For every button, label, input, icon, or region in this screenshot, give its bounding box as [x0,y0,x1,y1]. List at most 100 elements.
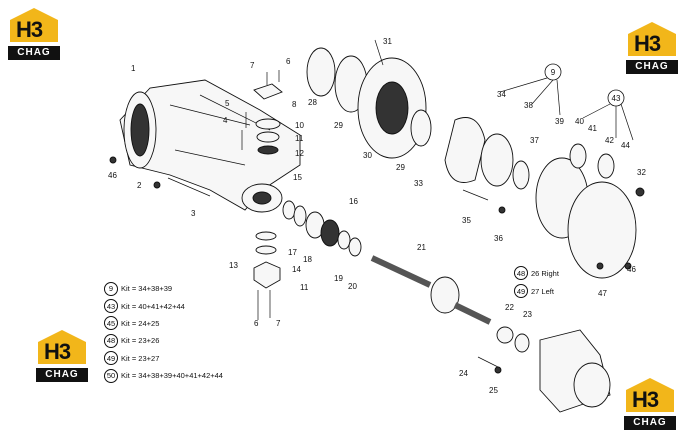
logo-roof-icon [626,378,674,412]
callout-43: 43 [612,94,621,103]
part-label-44: 44 [621,141,630,150]
label-29-lower: 29 [396,163,405,172]
part-label-41: 41 [588,124,597,133]
part-label-40: 40 [575,117,584,126]
part-label-21: 21 [417,243,426,252]
kit-number: 9 [104,281,118,296]
side-label-left: 49 27 Left [514,284,554,298]
part-label-46: 46 [108,171,117,180]
callout-circles: 9 43 [499,63,634,141]
wheel-hub [306,39,432,159]
part-label-34: 34 [497,90,506,99]
brand-logo-bottom-right: H3 CHAG [622,376,678,432]
label-46-right: 46 [627,265,636,274]
kit-text: Kit = 40+41+42+44 [121,301,185,311]
logo-mark: H3 [632,387,659,412]
kit-text: Kit = 24+25 [121,318,160,328]
brand-logo-bottom-left: H3 CHAG [34,328,90,384]
kit-text: Kit = 34+38+39+40+41+42+44 [121,371,223,381]
callout-9: 9 [551,68,556,77]
logo-word: CHAG [36,368,88,382]
part-label-23: 23 [523,310,532,319]
brand-logo-top-left: H3 CHAG [6,6,62,62]
kit-text: Kit = 23+27 [121,353,160,363]
part-label-5: 5 [225,99,230,108]
lower-kingpin-parts [253,231,281,320]
logo-mark: H3 [44,339,71,364]
kit-row: 45 Kit = 24+25 [104,315,294,332]
kit-number: 45 [104,316,118,331]
part-label-6: 6 [286,57,291,66]
logo-roof-icon [10,8,58,42]
drive-shaft [370,255,492,325]
label-7-lower: 7 [276,319,281,328]
kit-number: 48 [104,333,118,348]
kit-number: 43 [104,299,118,314]
axle-housing [119,79,301,213]
bearing-seal-group [282,200,362,257]
part-label-20: 20 [348,282,357,291]
kit-row: 49 Kit = 23+27 [104,350,294,367]
logo-word: CHAG [624,416,676,430]
kit-text: Kit = 34+38+39 [121,284,173,294]
part-label-35: 35 [462,216,471,225]
brand-logo-top-right: H3 CHAG [624,20,680,76]
part-label-4: 4 [223,116,228,125]
part-label-29: 29 [334,121,343,130]
label-11-lower: 11 [300,283,309,292]
part-label-15: 15 [293,173,302,182]
part-label-31: 31 [383,37,392,46]
steering-knuckle [477,326,611,413]
kit-row: 9 Kit = 34+38+39 [104,280,294,297]
part-label-37: 37 [530,136,539,145]
kit-legend: 9 Kit = 34+38+39 43 Kit = 40+41+42+44 45… [104,280,294,384]
part-label-47: 47 [598,289,607,298]
logo-roof-icon [628,22,676,56]
part-label-17: 17 [288,248,297,257]
side-label-circle: 49 [514,284,528,298]
part-label-18: 18 [303,255,312,264]
part-label-32: 32 [637,168,646,177]
kit-row: 48 Kit = 23+26 [104,332,294,349]
side-label-circle: 48 [514,266,528,280]
part-label-25: 25 [489,386,498,395]
part-label-1: 1 [131,64,136,73]
part-label-36: 36 [494,234,503,243]
logo-mark: H3 [634,31,661,56]
part-label-13: 13 [229,261,238,270]
logo-word: CHAG [626,60,678,74]
part-label-38: 38 [524,101,533,110]
logo-word: CHAG [8,46,60,60]
side-label-text: 26 Right [531,268,559,278]
part-label-24: 24 [459,369,468,378]
kit-row: 50 Kit = 34+38+39+40+41+42+44 [104,367,294,384]
side-label-text: 27 Left [531,286,554,296]
part-label-39: 39 [555,117,564,126]
part-label-33: 33 [414,179,423,188]
ring-gear-planetary [444,117,645,279]
part-label-16: 16 [349,197,358,206]
part-label-3: 3 [191,209,196,218]
kit-number: 49 [104,351,118,366]
part-label-8: 8 [292,100,297,109]
part-label-19: 19 [334,274,343,283]
lower-part-number-labels: 6 7 11 46 29 [254,163,636,328]
kit-text: Kit = 23+26 [121,336,160,346]
part-label-42: 42 [605,136,614,145]
label-6-lower: 6 [254,319,259,328]
part-label-28: 28 [308,98,317,107]
logo-mark: H3 [16,17,43,42]
part-label-2: 2 [137,181,142,190]
upper-kingpin-parts [109,70,283,197]
part-label-11: 11 [295,134,304,143]
part-label-12: 12 [295,149,304,158]
side-label-right: 48 26 Right [514,266,559,280]
part-label-7: 7 [250,61,255,70]
part-label-10: 10 [295,121,304,130]
part-label-22: 22 [505,303,514,312]
kit-number: 50 [104,368,118,383]
part-label-14: 14 [292,265,301,274]
